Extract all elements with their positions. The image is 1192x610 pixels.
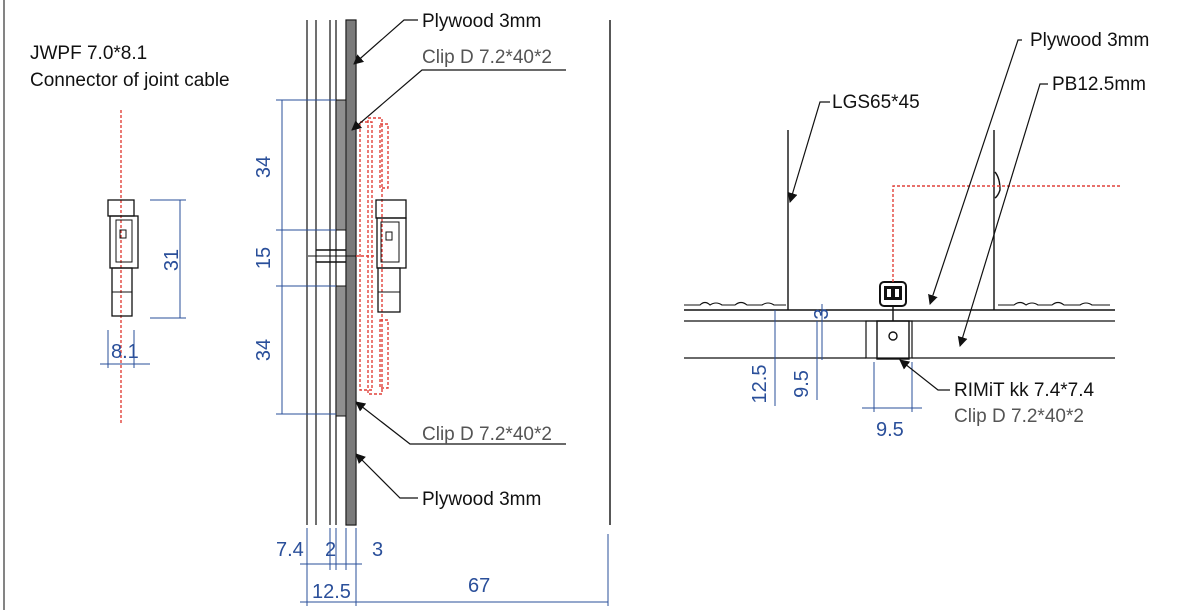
ceiling-joint-gap [865,320,913,359]
dim-67-label: 67 [468,575,490,597]
dimension-31: 31 [150,199,186,319]
label-clip-right: Clip D 7.2*40*2 [954,406,1084,427]
dim-12-5-label-right: 12.5 [749,365,771,404]
section-bottom-dimensions: 7.4 2 3 12.5 67 [276,528,609,606]
clip-outline [356,117,389,395]
dim-9-5-horizontal-label: 9.5 [876,419,904,441]
connector-body [107,199,139,317]
ceiling-callouts: Plywood 3mm LGS65*45 PB12.5mm RIMiT kk 7… [787,30,1149,427]
dim-2-label: 2 [325,539,336,561]
section-vertical-dimensions: 34 15 34 [253,99,336,415]
plywood-layer [345,19,357,526]
dim-12-5-label: 12.5 [312,581,351,603]
plywood-strip-upper [335,99,347,231]
ceiling-joint-cable [892,185,1120,282]
plywood-strip-lower [335,285,347,417]
label-lgs: LGS65*45 [832,92,920,113]
dim-3-label: 3 [372,539,383,561]
label-plywood-right: Plywood 3mm [1030,30,1149,51]
dim-gap-label: 15 [253,247,275,269]
dim-height-label: 31 [161,249,183,271]
label-plywood-top: Plywood 3mm [422,11,541,32]
dim-width-label: 8.1 [111,341,139,363]
connector-detail: JWPF 7.0*8.1 Connector of joint cable 31… [30,43,230,425]
ceiling-section: 3 12.5 9.5 9.5 Plywood 3mm LGS65*45 PB12… [684,30,1149,441]
ceiling-connector [879,281,907,307]
section-connector [375,199,407,313]
dim-9-5-vertical-label: 9.5 [791,370,813,398]
ceiling-dimensions: 3 12.5 9.5 9.5 [749,304,922,441]
section-callouts: Plywood 3mm Clip D 7.2*40*2 Clip D 7.2*4… [351,11,566,510]
connector-subtitle: Connector of joint cable [30,70,230,91]
dim-7-4-label: 7.4 [276,539,304,561]
label-clip-bottom: Clip D 7.2*40*2 [422,424,552,445]
dim-3-label-right: 3 [811,308,833,319]
dim-lower-label: 34 [253,339,275,361]
label-rimit: RIMiT kk 7.4*7.4 [954,380,1095,401]
label-plywood-bottom: Plywood 3mm [422,489,541,510]
wall-section: 34 15 34 7.4 2 3 12.5 67 Plywood 3mm Cli… [253,11,611,606]
label-clip-top: Clip D 7.2*40*2 [422,47,552,68]
label-pb: PB12.5mm [1052,74,1146,95]
connector-title: JWPF 7.0*8.1 [30,43,147,64]
dim-upper-label: 34 [253,156,275,178]
dimension-8-1: 8.1 [100,330,150,368]
